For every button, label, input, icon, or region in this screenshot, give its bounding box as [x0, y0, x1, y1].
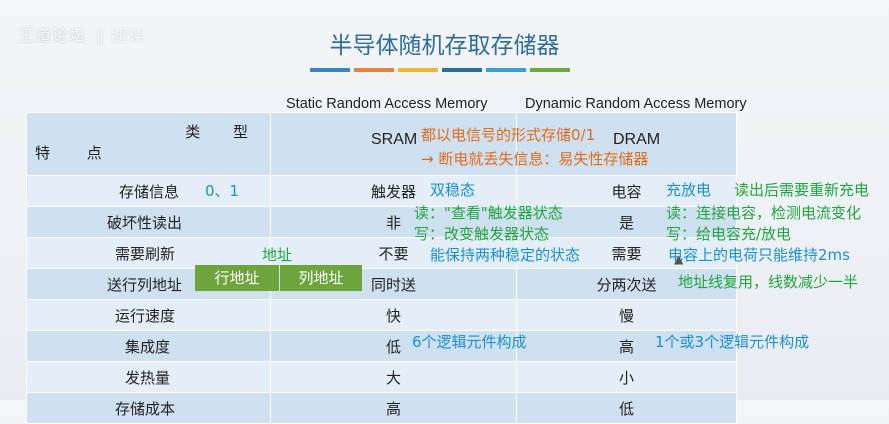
- annotation-2ms: 电容上的电荷只能维持2ms: [668, 246, 850, 264]
- annotation-six-logic: 6个逻辑元件构成: [412, 333, 527, 351]
- feature-cell: 发热量: [26, 361, 271, 393]
- annotation-info-bits: 0、1: [205, 182, 240, 200]
- annotation-storage-form: 都以电信号的形式存储0/1: [421, 126, 596, 144]
- feature-cell: 运行速度: [26, 299, 271, 331]
- table-row: 破坏性读出非是: [26, 206, 737, 238]
- dram-cell: 电容: [516, 175, 737, 207]
- sram-cell: 非: [270, 206, 517, 238]
- table-row: 存储信息触发器电容: [26, 175, 737, 207]
- sram-label: SRAM: [371, 131, 418, 148]
- column-address-cell: 列地址: [280, 265, 362, 291]
- annotation-two-states: 能保持两种稳定的状态: [430, 246, 581, 264]
- table-row: 送行列地址同时送分两次送: [26, 268, 737, 300]
- dram-cell: 需要: [516, 237, 737, 269]
- table-header-row: 类 型 特 点 SRAM DRAM: [26, 112, 737, 176]
- annotation-one-or-three-logic: 1个或3个逻辑元件构成: [655, 333, 810, 351]
- table-row: 需要刷新不要需要: [26, 237, 737, 269]
- table-row: 存储成本高低: [26, 392, 737, 424]
- static-header: Static Random Access Memory: [286, 96, 488, 112]
- dram-cell: 低: [516, 392, 737, 424]
- feature-cell: 集成度: [26, 330, 271, 362]
- dram-cell: 高: [516, 330, 737, 362]
- type-label: 类 型: [185, 123, 262, 141]
- table-row: 集成度低高: [26, 330, 737, 362]
- annotation-read-capacitor: 读：连接电容，检测电流变化: [666, 204, 862, 222]
- dram-label: DRAM: [613, 131, 661, 148]
- sram-cell: 大: [270, 361, 517, 393]
- page-title: 半导体随机存取存储器: [329, 33, 560, 59]
- annotation-address: 地址: [262, 246, 293, 264]
- feature-cell: 存储信息: [26, 175, 271, 207]
- title-color-bars: [310, 68, 570, 72]
- row-address-cell: 行地址: [195, 265, 279, 291]
- table-row: 运行速度快慢: [26, 299, 737, 331]
- annotation-bistable: 双稳态: [430, 181, 476, 199]
- annotation-write-trigger: 写：改变触发器状态: [414, 225, 550, 243]
- sram-cell: 快: [270, 299, 517, 331]
- sram-cell: 高: [270, 392, 517, 424]
- sram-cell: 低: [270, 330, 517, 362]
- annotation-charge-discharge: 充放电: [666, 181, 712, 199]
- dram-cell: 分两次送: [516, 268, 737, 300]
- dram-cell: 小: [516, 361, 737, 393]
- dynamic-header: Dynamic Random Access Memory: [525, 96, 747, 112]
- annotation-write-capacitor: 写：给电容充/放电: [666, 225, 792, 243]
- feature-cell: 破坏性读出: [26, 206, 271, 238]
- annotation-multiplex: 地址线复用，线数减少一半: [678, 273, 859, 291]
- sram-cell: 不要: [270, 237, 517, 269]
- watermark: 王道论坛‖ 腿读: [18, 26, 146, 45]
- annotation-recharge: 读出后需要重新充电: [734, 181, 870, 199]
- feature-label: 特 点: [35, 144, 118, 162]
- dram-cell: 慢: [516, 299, 737, 331]
- cursor-icon: ▲: [674, 252, 684, 266]
- annotation-read-trigger: 读："查看"触发器状态: [414, 204, 563, 222]
- annotation-volatile: → 断电就丢失信息：易失性存储器: [421, 150, 649, 168]
- table-row: 发热量大小: [26, 361, 737, 393]
- feature-cell: 存储成本: [26, 392, 271, 424]
- feature-cell: 需要刷新: [26, 237, 271, 269]
- corner-cell: 类 型 特 点: [26, 112, 271, 176]
- dram-cell: 是: [516, 206, 737, 238]
- sram-header-cell: SRAM: [270, 112, 517, 176]
- dram-header-cell: DRAM: [516, 112, 737, 176]
